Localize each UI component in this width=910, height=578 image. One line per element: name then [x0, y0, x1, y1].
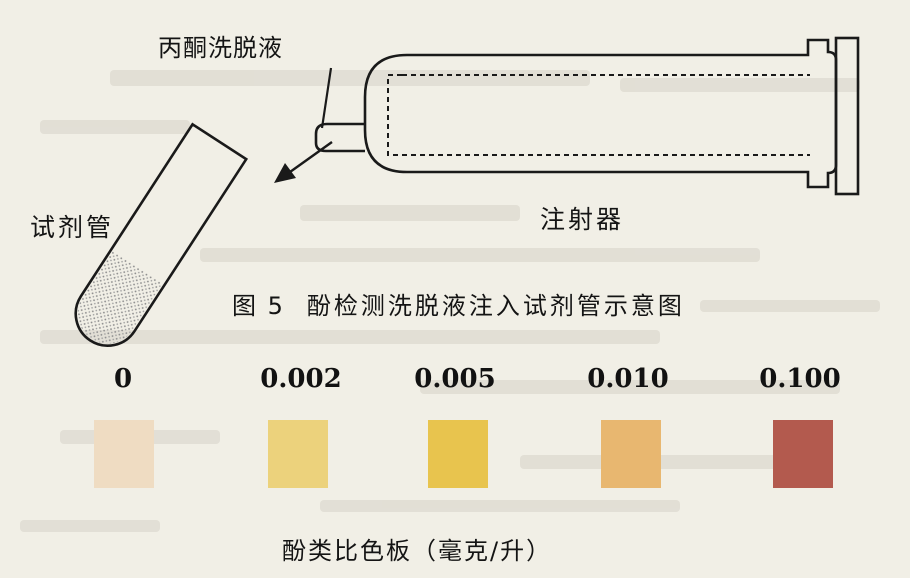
- flow-arrow: [274, 141, 333, 183]
- label-leader-line: [320, 67, 333, 129]
- reagent-liquid: [77, 251, 163, 344]
- figure-number: 图 5: [232, 292, 285, 320]
- swatch-value-3: 0.010: [587, 364, 669, 394]
- syringe-label: 注射器: [540, 205, 625, 234]
- swatch-value-0: 0: [113, 364, 133, 394]
- swatch-value-4: 0.100: [759, 364, 841, 394]
- figure-title: 酚检测洗脱液注入试剂管示意图: [306, 292, 685, 320]
- color-swatch: [268, 420, 328, 488]
- reagent-tube: [74, 122, 249, 347]
- color-swatch: [773, 420, 833, 488]
- swatch-value-2: 0.005: [414, 364, 496, 394]
- reagent-tube-label: 试剂管: [30, 213, 115, 242]
- acetone-eluent-label: 丙酮洗脱液: [158, 34, 283, 62]
- color-scale-caption: 酚类比色板（毫克/升）: [282, 537, 553, 565]
- syringe: [314, 36, 860, 196]
- color-swatch: [601, 420, 661, 488]
- swatch-value-1: 0.002: [260, 364, 342, 394]
- figure-caption: 图 5 酚检测洗脱液注入试剂管示意图: [232, 286, 685, 321]
- color-swatch: [428, 420, 488, 488]
- color-swatch: [94, 420, 154, 488]
